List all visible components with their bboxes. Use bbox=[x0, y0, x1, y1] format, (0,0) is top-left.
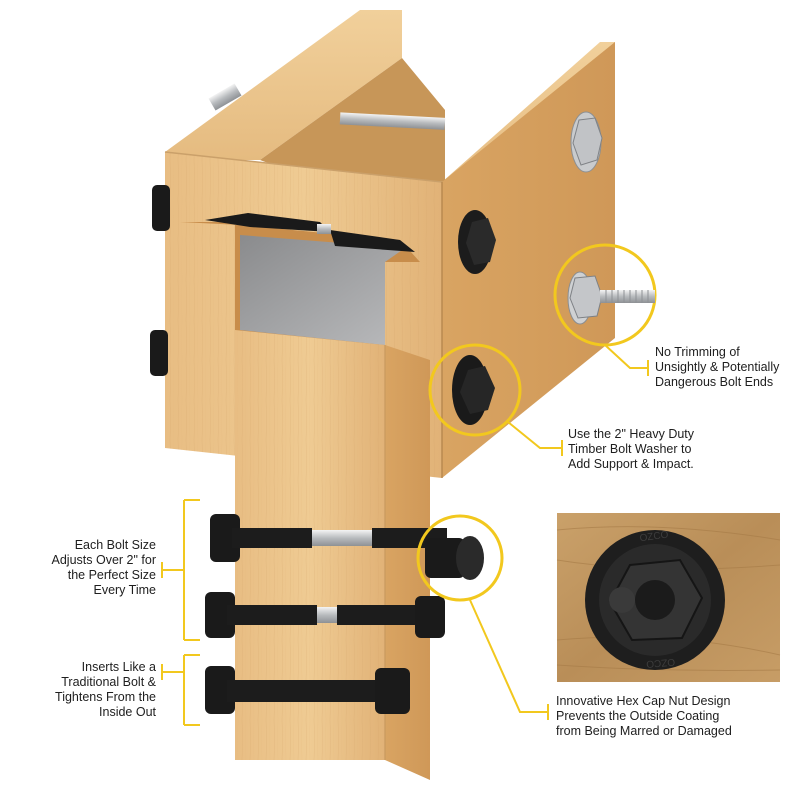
threaded-rod-end bbox=[208, 83, 242, 111]
inset-photo-hex-cap: OZCO OZCO bbox=[556, 513, 781, 682]
callout-text-adjusts: Each Bolt Size Adjusts Over 2" for the P… bbox=[51, 538, 156, 597]
left-bolt-head-top bbox=[152, 185, 170, 231]
bolt-row-2 bbox=[205, 592, 445, 638]
nut-emboss-bottom: OZCO bbox=[646, 656, 676, 669]
callout-washer bbox=[428, 343, 563, 456]
black-washer-nut-upper bbox=[458, 210, 496, 274]
hex-nut-top-right bbox=[570, 111, 603, 173]
callout-text-washer: Use the 2" Heavy Duty Timber Bolt Washer… bbox=[568, 427, 695, 471]
bracket-adjusts bbox=[161, 499, 200, 641]
callout-text-hex-cap: Innovative Hex Cap Nut Design Prevents t… bbox=[556, 694, 732, 738]
callout-no-trimming bbox=[553, 243, 657, 376]
nut-emboss-top: OZCO bbox=[639, 529, 669, 544]
callout-text-inserts: Inserts Like a Traditional Bolt & Tighte… bbox=[55, 660, 156, 719]
callout-hex-cap bbox=[416, 514, 549, 720]
bracket-inserts bbox=[161, 654, 200, 726]
bolt-row-3 bbox=[205, 666, 410, 714]
callout-text-no-trimming: No Trimming of Unsightly & Potentially D… bbox=[655, 345, 780, 389]
left-bolt-head-middle bbox=[150, 330, 168, 376]
timber-beam-assembly bbox=[150, 10, 615, 780]
